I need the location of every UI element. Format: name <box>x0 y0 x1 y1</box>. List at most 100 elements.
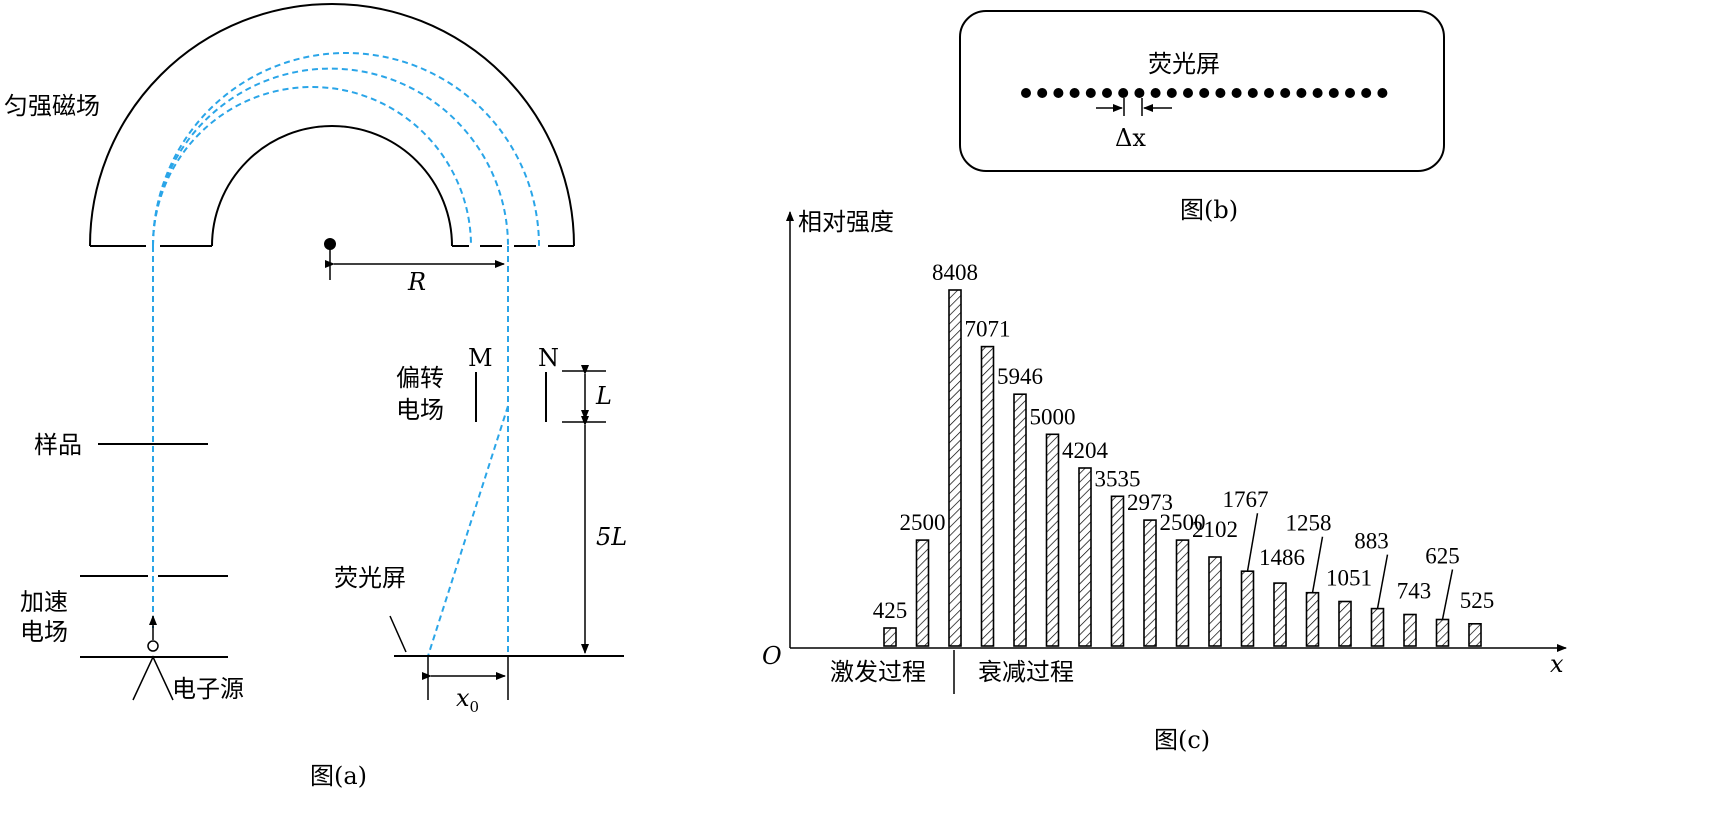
figure-b: 荧光屏 Δx 图(b) <box>959 10 1445 224</box>
screen-dot <box>1215 88 1226 98</box>
electron-source-filament <box>132 655 174 701</box>
screen-dot <box>1231 88 1242 98</box>
magnet-label: 匀强磁场 <box>4 92 100 120</box>
screen-dot <box>1085 88 1096 98</box>
bar-value-label: 2102 <box>1192 517 1238 542</box>
x0-subscript: 0 <box>470 698 480 716</box>
bar-1258 <box>1305 591 1320 647</box>
bar-value-label: 425 <box>873 598 908 623</box>
x-axis-label: x <box>1550 650 1564 678</box>
plate-m-label: M <box>468 344 493 372</box>
bar-4204 <box>1078 467 1092 647</box>
screen-dot <box>1199 88 1210 98</box>
screen-dot <box>1118 88 1129 98</box>
center-dot <box>324 238 336 250</box>
figure-a: 匀强磁场 R M N 偏转 电场 L 5L 样品 加速 电场 <box>4 3 627 790</box>
bar-series <box>883 289 1482 647</box>
bar-value-label: 625 <box>1425 544 1460 569</box>
bar-2500 <box>1175 539 1190 647</box>
accel-label-line2: 电场 <box>20 618 68 646</box>
screen-dot <box>1264 88 1274 98</box>
deflect-label-line2: 电场 <box>396 396 444 424</box>
bar-value-label: 2500 <box>900 510 946 535</box>
bar-value-label: 5000 <box>1030 404 1076 429</box>
magnet-inner-arc <box>211 125 453 247</box>
len-label: L <box>595 382 612 410</box>
plate-n-label: N <box>538 344 559 372</box>
screen-dot <box>1102 88 1112 98</box>
bar-value-label: 743 <box>1397 579 1432 604</box>
magnet-outer-arc <box>89 3 575 247</box>
screen-dot <box>1377 88 1388 98</box>
caption-b: 图(b) <box>1180 196 1238 224</box>
bar-value-label: 525 <box>1460 588 1495 613</box>
bar-5946 <box>1013 393 1027 647</box>
excite-label: 激发过程 <box>830 658 926 686</box>
screen-label-b: 荧光屏 <box>1148 50 1220 78</box>
bar-1486 <box>1273 582 1287 647</box>
bar-value-label: 1258 <box>1286 511 1332 536</box>
bar-value-label: 1051 <box>1326 566 1372 591</box>
screen-dot <box>1053 88 1064 98</box>
bar-743 <box>1403 613 1417 647</box>
screen-leader <box>389 615 407 653</box>
bar-625 <box>1435 618 1450 647</box>
screen-dot <box>1150 88 1161 98</box>
screen-dot <box>1166 88 1177 98</box>
label-leader <box>1376 554 1389 609</box>
screen-dot <box>1296 88 1307 98</box>
screen-dot <box>1134 88 1145 98</box>
screen-dot <box>1183 88 1193 98</box>
bar-3535 <box>1110 495 1125 647</box>
y-axis-label: 相对强度 <box>798 208 894 236</box>
screen-dot <box>1037 88 1048 98</box>
bar-value-label: 1767 <box>1223 487 1269 512</box>
accel-label-line1: 加速 <box>20 588 68 616</box>
x0-label: x0 <box>456 684 479 716</box>
bar-2500 <box>915 539 930 647</box>
screen-dot <box>1021 88 1031 98</box>
sample-label: 样品 <box>34 431 82 459</box>
bar-value-label: 4204 <box>1062 438 1109 463</box>
bar-1051 <box>1338 600 1352 647</box>
bar-value-labels: 4252500840870715946500042043535297325002… <box>873 260 1495 623</box>
origin-label: O <box>762 642 782 670</box>
screen-dot <box>1312 88 1323 98</box>
screen-dot <box>1328 88 1339 98</box>
bar-2973 <box>1143 519 1157 647</box>
label-leaders <box>1246 513 1454 620</box>
bar-value-label: 2973 <box>1127 490 1173 515</box>
bar-value-label: 2500 <box>1160 510 1206 535</box>
decay-label: 衰减过程 <box>978 658 1074 686</box>
bar-value-label: 8408 <box>932 260 978 285</box>
screen-dot <box>1345 88 1355 98</box>
bar-525 <box>1468 622 1482 647</box>
caption-a: 图(a) <box>310 762 367 790</box>
bar-2102 <box>1208 556 1222 647</box>
beam-deflected <box>427 405 509 657</box>
source-label: 电子源 <box>172 675 244 703</box>
beam-arc-middle <box>152 67 509 247</box>
screen-dot <box>1280 88 1291 98</box>
bar-1767 <box>1240 570 1255 647</box>
caption-c: 图(c) <box>1154 726 1210 754</box>
bar-value-label: 7071 <box>965 317 1011 342</box>
dx-label: Δx <box>1115 124 1146 152</box>
beam-arc-inner <box>152 86 472 247</box>
bar-value-label: 5946 <box>997 364 1043 389</box>
electron-source-ring <box>147 640 159 652</box>
screen-label-a: 荧光屏 <box>334 564 406 592</box>
beam-arc-outer <box>152 52 540 247</box>
deflect-label-line1: 偏转 <box>396 364 444 392</box>
bar-5000 <box>1045 433 1060 647</box>
label-leader <box>1441 569 1454 620</box>
screen-dot <box>1069 88 1080 98</box>
len5-label: 5L <box>596 523 627 551</box>
figure-c: 相对强度 x O 4252500840870715946500042043535… <box>762 208 1567 754</box>
screen-box <box>959 10 1445 172</box>
screen-dot <box>1361 88 1372 98</box>
label-leader <box>1311 536 1324 593</box>
bar-8408 <box>948 289 962 647</box>
